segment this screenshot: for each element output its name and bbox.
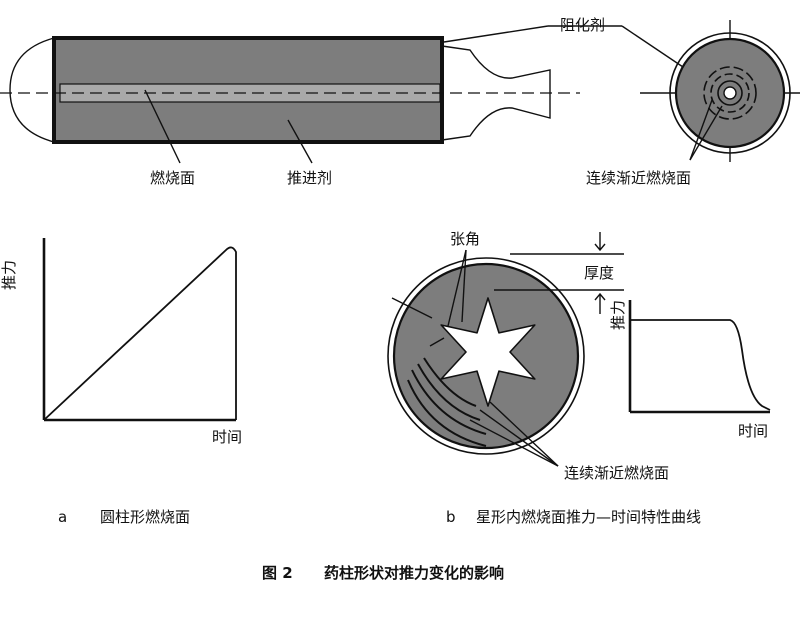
thickness-arrow-bottom <box>594 292 606 314</box>
nozzle <box>441 45 551 141</box>
chart-b-caption: 星形内燃烧面推力—时间特性曲线 <box>476 508 701 526</box>
contour-1 <box>407 379 487 447</box>
leader-asymptotic-top-2 <box>689 99 713 161</box>
star-grain-section: 张角 厚度 连续渐近燃烧面 <box>387 230 669 482</box>
asymptotic-ring-3 <box>703 66 757 120</box>
label-asymptotic-top: 连续渐近燃烧面 <box>586 169 691 187</box>
arrow-flare-left <box>391 297 433 319</box>
chart-b-caption-letter: b <box>446 508 456 526</box>
chart-b-ylabel: 推力 <box>609 300 627 330</box>
leader-propellant <box>287 119 313 164</box>
chart-b: 推力 时间 b 星形内燃烧面推力—时间特性曲线 <box>446 300 771 526</box>
contour-3 <box>417 363 481 421</box>
asymptotic-ring-1 <box>717 80 743 106</box>
figure-number: 图 2 <box>262 564 293 582</box>
label-asymptotic-bottom: 连续渐近燃烧面 <box>564 464 669 482</box>
label-propellant: 推进剂 <box>287 169 332 187</box>
label-inhibitor: 阻化剂 <box>560 16 605 34</box>
thickness-arrow-top <box>594 232 606 252</box>
contour-2 <box>411 369 487 435</box>
motor-cross-section: 连续渐近燃烧面 <box>586 20 800 187</box>
leader-asymptotic-top-1 <box>689 105 723 161</box>
label-thickness: 厚度 <box>584 264 614 282</box>
leader-flare-angle-1 <box>447 249 467 327</box>
asymptotic-ring-2 <box>710 73 750 113</box>
chart-a-xlabel: 时间 <box>212 428 242 446</box>
chart-a: 推力 时间 a 圆柱形燃烧面 <box>0 238 242 526</box>
figure-title: 药柱形状对推力变化的影响 <box>324 564 504 582</box>
leader-asymptotic-bottom-3 <box>489 401 559 467</box>
leader-burning-surface <box>144 89 181 164</box>
leader-asymptotic-bottom-2 <box>479 409 559 467</box>
contour-4 <box>423 357 477 407</box>
arrow-flare-lower <box>429 337 445 347</box>
leader-flare-angle-2 <box>461 249 467 323</box>
chart-a-caption-letter: a <box>58 508 67 526</box>
rocket-motor-side-view: 燃烧面 推进剂 阻化剂 <box>0 16 684 187</box>
leader-inhibitor-3 <box>621 25 684 68</box>
label-burning-surface: 燃烧面 <box>150 169 195 187</box>
label-flare-angle: 张角 <box>450 230 480 248</box>
chart-b-thrust-curve <box>630 319 771 411</box>
star-outer-case <box>387 257 585 455</box>
chart-b-xlabel: 时间 <box>738 422 768 440</box>
cross-section-bore <box>723 86 737 100</box>
chart-a-ylabel: 推力 <box>0 260 18 290</box>
leader-asymptotic-bottom-1 <box>469 419 559 467</box>
motor-dome <box>9 37 55 143</box>
leader-inhibitor-1 <box>443 25 549 43</box>
chart-a-thrust-curve <box>43 246 237 421</box>
outer-case <box>669 32 791 154</box>
star-bore <box>440 297 536 407</box>
chart-a-caption: 圆柱形燃烧面 <box>100 508 190 526</box>
